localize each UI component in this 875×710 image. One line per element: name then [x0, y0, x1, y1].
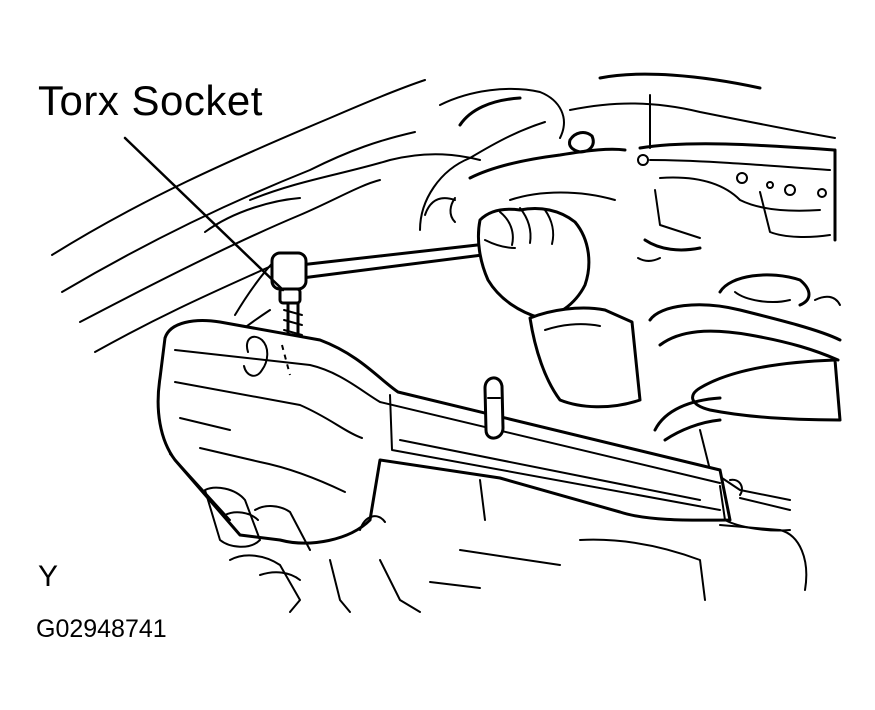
cover-stud — [483, 376, 505, 440]
engine-bay-upper-right — [569, 72, 841, 307]
callout-leader-line — [123, 136, 285, 292]
figure-id-label: G02948741 — [36, 615, 167, 643]
hand — [476, 207, 642, 409]
torx-socket-tool — [270, 251, 308, 372]
cylinder-head-cover — [156, 319, 732, 545]
view-indicator-label: Y — [38, 560, 59, 593]
torx-socket-callout-label: Torx Socket — [38, 77, 263, 124]
wrench-handle — [298, 241, 500, 280]
engine-hoses — [648, 303, 842, 501]
engine-lower-components — [204, 486, 808, 613]
engine-pipes — [424, 96, 627, 223]
